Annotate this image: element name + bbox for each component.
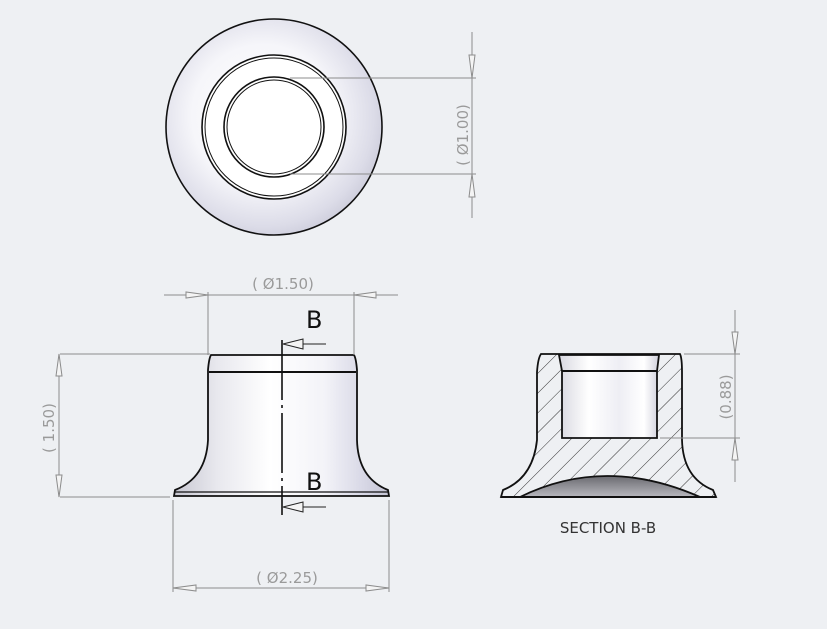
arrow-head-icon (55, 353, 63, 377)
arrow-head-icon (55, 474, 63, 498)
arrow-head-icon (468, 54, 476, 79)
dimension-top-diameter[interactable]: ( Ø1.00) (290, 32, 476, 218)
dimension-flange-diameter[interactable]: ( Ø2.25) (172, 500, 390, 592)
arrow-head-icon (365, 584, 390, 592)
dimension-bore-depth[interactable]: (0.88) (660, 310, 740, 482)
front-view: B B ( Ø1.50) ( 1.50) (40, 275, 398, 592)
arrow-head-icon (172, 584, 197, 592)
section-dome-recess (519, 475, 701, 498)
section-view: (0.88) SECTION B-B (499, 310, 740, 537)
dimension-body-diameter[interactable]: ( Ø1.50) (164, 275, 398, 355)
dimension-label: ( Ø1.50) (252, 275, 314, 293)
arrow-left-icon (282, 338, 304, 350)
bore-circle (223, 76, 325, 178)
top-view: ( Ø1.00) (165, 18, 476, 236)
section-arrow-top[interactable]: B (282, 306, 326, 350)
arrow-head-icon (731, 331, 739, 355)
section-label-bottom: B (306, 468, 322, 496)
dimension-label: ( Ø1.00) (454, 104, 472, 166)
arrow-left-icon (282, 501, 304, 513)
arrow-head-icon (468, 173, 476, 198)
dimension-label: ( Ø2.25) (256, 569, 318, 587)
dimension-height[interactable]: ( 1.50) (40, 353, 210, 498)
section-arrow-bottom[interactable]: B (282, 468, 326, 513)
arrow-head-icon (731, 437, 739, 461)
section-label-top: B (306, 306, 322, 334)
arrow-head-icon (353, 291, 377, 299)
dimension-label: (0.88) (717, 374, 735, 419)
section-caption: SECTION B-B (560, 519, 656, 537)
dimension-label: ( 1.50) (40, 403, 58, 453)
arrow-head-icon (185, 291, 209, 299)
section-bore (557, 354, 661, 439)
